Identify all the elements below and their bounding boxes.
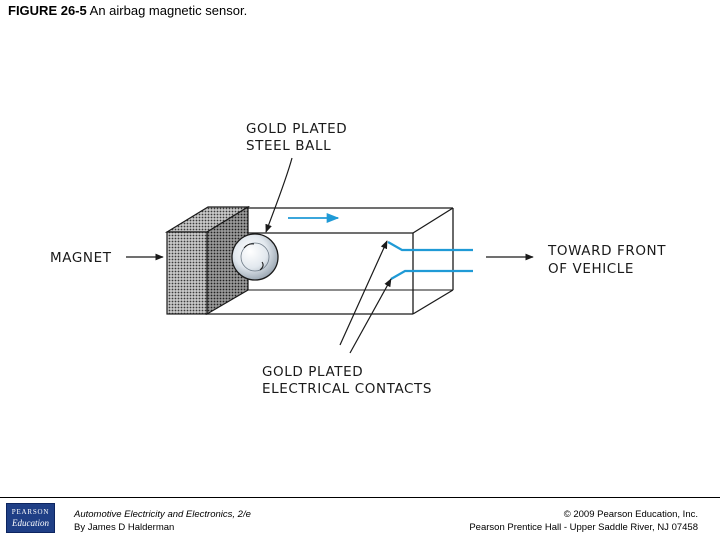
- slide-title: FIGURE 26-5 An airbag magnetic sensor.: [8, 3, 247, 18]
- publisher-text: Pearson Prentice Hall - Upper Saddle Riv…: [469, 522, 698, 533]
- logo-bottom-text: Education: [12, 518, 49, 528]
- ball-pointer-arrow: [265, 157, 293, 233]
- figure-number: FIGURE 26-5: [8, 3, 87, 18]
- contacts-label-line2: ELECTRICAL CONTACTS: [262, 381, 432, 397]
- book-author: By James D Halderman: [74, 522, 175, 533]
- contacts-label-line1: GOLD PLATED: [262, 364, 363, 380]
- ball-label-line1: GOLD PLATED: [246, 121, 347, 137]
- magnet-block: [164, 205, 251, 316]
- airbag-sensor-diagram: GOLD PLATED STEEL BALL MAGNET TOWARD FRO…: [50, 121, 666, 397]
- footer-divider: [0, 497, 720, 498]
- magnet-label: MAGNET: [50, 250, 112, 266]
- contact-pointer-arrow-upper: [339, 240, 388, 346]
- front-label-line1: TOWARD FRONT: [547, 243, 666, 259]
- pearson-logo: PEARSON Education: [6, 503, 55, 533]
- book-title: Automotive Electricity and Electronics, …: [74, 509, 251, 520]
- footer-book-info: Automotive Electricity and Electronics, …: [74, 508, 251, 534]
- front-label-line2: OF VEHICLE: [548, 261, 634, 277]
- ball-label-line2: STEEL BALL: [246, 138, 331, 154]
- figure-caption: An airbag magnetic sensor.: [89, 3, 248, 18]
- contact-pointer-arrow-lower: [349, 278, 392, 354]
- copyright-text: © 2009 Pearson Education, Inc.: [563, 509, 698, 520]
- electrical-contacts: [387, 241, 473, 280]
- footer-copyright: © 2009 Pearson Education, Inc. Pearson P…: [469, 508, 698, 534]
- pointer-arrows: [126, 157, 534, 354]
- logo-top-text: PEARSON: [11, 508, 50, 516]
- steel-ball: [231, 233, 279, 281]
